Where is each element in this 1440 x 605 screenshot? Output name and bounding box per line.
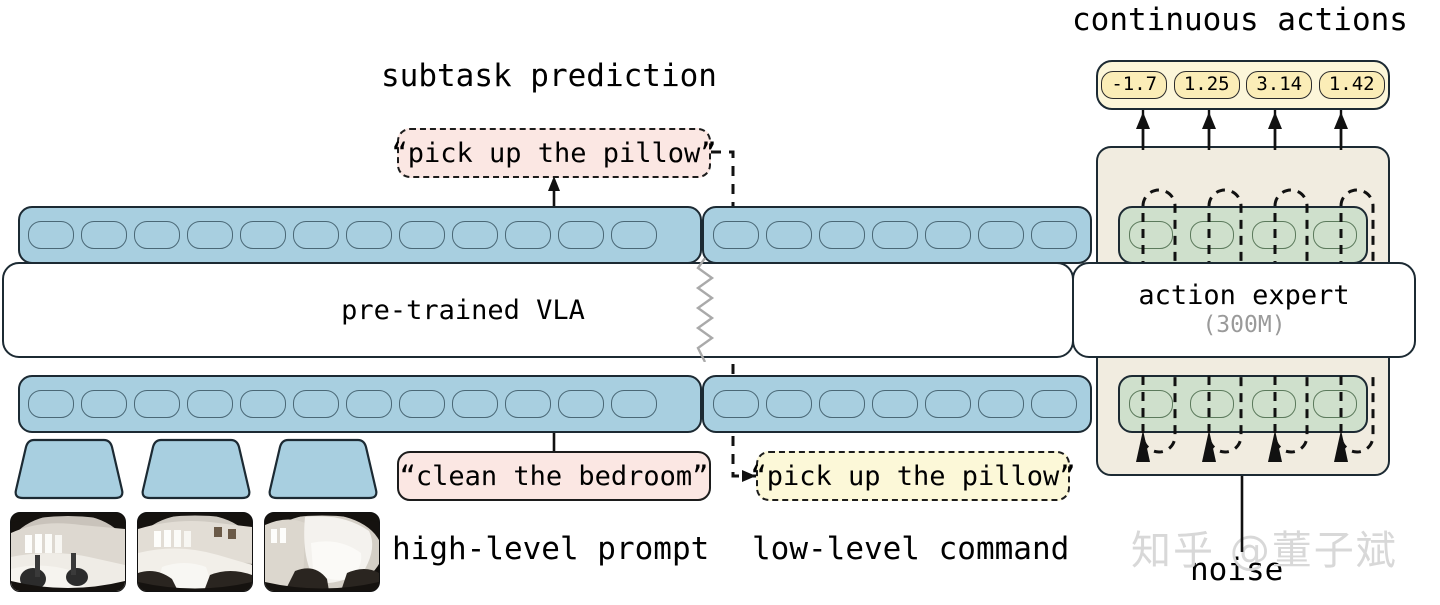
image-encoder-1: [14, 438, 124, 500]
low-level-command-bubble[interactable]: “pick up the pillow”: [750, 451, 1076, 501]
token: [452, 390, 498, 418]
pre-trained-vla-box: pre-trained VLA: [2, 262, 1074, 358]
zigzag-seam-icon: [695, 258, 715, 362]
action-value-pill: 1.42: [1318, 71, 1385, 99]
token: [81, 221, 127, 249]
action-value-pill: 1.25: [1173, 71, 1240, 99]
token: [399, 221, 445, 249]
token: [1313, 390, 1358, 418]
token: [766, 390, 812, 418]
token: [1190, 390, 1235, 418]
watermark: 知乎 @董子斌: [1131, 528, 1398, 574]
low-level-command-caption: low-level command: [752, 531, 1070, 567]
token: [713, 221, 759, 249]
token: [713, 390, 759, 418]
token: [28, 221, 74, 249]
token: [872, 390, 918, 418]
token: [187, 390, 233, 418]
token: [558, 390, 604, 418]
token: [558, 221, 604, 249]
token: [505, 390, 551, 418]
token: [81, 390, 127, 418]
noise-caption: noise: [1190, 552, 1284, 588]
high-level-prompt-text: “clean the bedroom”: [399, 460, 709, 492]
token: [28, 390, 74, 418]
token: [978, 390, 1024, 418]
action-expert-box: action expert (300M): [1072, 262, 1416, 358]
token: [134, 221, 180, 249]
token: [293, 390, 339, 418]
token: [611, 221, 657, 249]
high-level-prompt-bubble[interactable]: “clean the bedroom”: [397, 451, 711, 501]
token: [399, 390, 445, 418]
token: [134, 390, 180, 418]
token: [872, 221, 918, 249]
token: [819, 221, 865, 249]
action-expert-subtitle: (300M): [1202, 311, 1286, 338]
high-level-prompt-caption: high-level prompt: [392, 531, 710, 567]
token: [766, 221, 812, 249]
token: [819, 390, 865, 418]
token: [505, 221, 551, 249]
token: [293, 221, 339, 249]
token: [346, 390, 392, 418]
token: [925, 221, 971, 249]
token: [452, 221, 498, 249]
token: [187, 221, 233, 249]
camera-view-3: [264, 512, 380, 592]
token: [346, 221, 392, 249]
token: [240, 390, 286, 418]
camera-view-1: [10, 512, 126, 592]
subtask-prediction-bubble[interactable]: “pick up the pillow”: [391, 128, 717, 178]
subtask-prediction-text: “pick up the pillow”: [391, 137, 717, 169]
action-expert-title: action expert: [1138, 279, 1350, 311]
vla-token-strip-bottom-right: [702, 375, 1092, 433]
token: [1190, 221, 1235, 249]
action-value-pill: -1.7: [1101, 71, 1168, 99]
image-encoder-3: [268, 438, 378, 500]
token: [1128, 221, 1173, 249]
token: [611, 390, 657, 418]
action-expert-token-strip-bottom: [1118, 375, 1368, 433]
token: [1128, 390, 1173, 418]
action-value-pill: 3.14: [1246, 71, 1313, 99]
token: [1251, 390, 1296, 418]
pre-trained-vla-label: pre-trained VLA: [341, 294, 585, 326]
token: [1313, 221, 1358, 249]
image-encoder-2: [141, 438, 251, 500]
token: [1031, 221, 1077, 249]
action-expert-token-strip-top: [1118, 206, 1368, 264]
low-level-command-text: “pick up the pillow”: [750, 460, 1076, 492]
camera-view-2: [137, 512, 253, 592]
token: [978, 221, 1024, 249]
subtask-prediction-caption: subtask prediction: [381, 58, 717, 94]
continuous-actions-caption: continuous actions: [1072, 2, 1408, 38]
token: [240, 221, 286, 249]
token: [1031, 390, 1077, 418]
vla-token-strip-bottom-left: [18, 375, 702, 433]
token: [925, 390, 971, 418]
